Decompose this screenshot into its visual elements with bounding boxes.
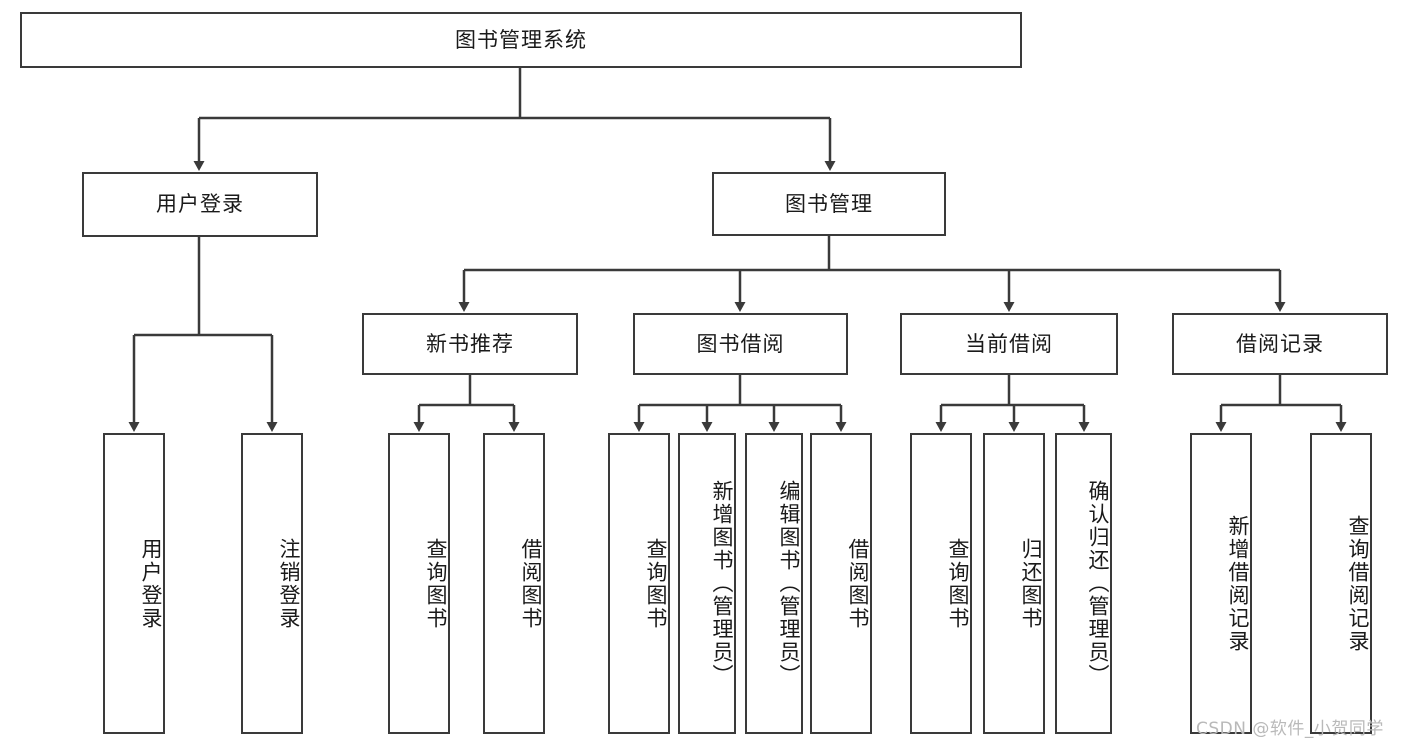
leaf-label: 确认归还（管理员） (1086, 480, 1110, 687)
node-new-book-recommend[interactable]: 新书推荐 (362, 313, 578, 375)
node-new-book-recommend-label: 新书推荐 (426, 331, 514, 356)
leaf-label: 查询图书 (644, 537, 668, 630)
watermark: CSDN @软件_小贺同学 (1196, 719, 1384, 739)
leaf-current-query-book[interactable]: 查询图书 (910, 433, 972, 734)
leaf-current-confirm-return[interactable]: 确认归还（管理员） (1055, 433, 1112, 734)
node-borrow-record-label: 借阅记录 (1236, 331, 1324, 356)
node-root-label: 图书管理系统 (455, 27, 587, 52)
leaf-user-login-login[interactable]: 用户登录 (103, 433, 165, 734)
leaf-record-add[interactable]: 新增借阅记录 (1190, 433, 1252, 734)
leaf-new-book-borrow[interactable]: 借阅图书 (483, 433, 545, 734)
leaf-label: 查询图书 (424, 537, 448, 630)
leaf-record-query[interactable]: 查询借阅记录 (1310, 433, 1372, 734)
leaf-label: 注销登录 (277, 537, 301, 630)
leaf-label: 查询图书 (946, 537, 970, 630)
leaf-label: 新增图书（管理员） (710, 480, 734, 687)
node-book-management[interactable]: 图书管理 (712, 172, 946, 236)
node-current-borrow[interactable]: 当前借阅 (900, 313, 1118, 375)
leaf-borrow-add-book[interactable]: 新增图书（管理员） (678, 433, 736, 734)
leaf-label: 借阅图书 (519, 537, 543, 630)
leaf-borrow-borrow-book[interactable]: 借阅图书 (810, 433, 872, 734)
leaf-label: 归还图书 (1019, 537, 1043, 630)
node-root[interactable]: 图书管理系统 (20, 12, 1022, 68)
leaf-borrow-edit-book[interactable]: 编辑图书（管理员） (745, 433, 803, 734)
node-book-borrow-label: 图书借阅 (696, 331, 785, 356)
node-book-management-label: 图书管理 (785, 191, 873, 216)
node-user-login-label: 用户登录 (156, 192, 244, 217)
leaf-borrow-query-book[interactable]: 查询图书 (608, 433, 670, 734)
leaf-new-book-query[interactable]: 查询图书 (388, 433, 450, 734)
node-book-borrow[interactable]: 图书借阅 (633, 313, 848, 375)
leaf-label: 编辑图书（管理员） (777, 480, 801, 687)
leaf-current-return-book[interactable]: 归还图书 (983, 433, 1045, 734)
leaf-label: 借阅图书 (846, 537, 870, 630)
node-borrow-record[interactable]: 借阅记录 (1172, 313, 1388, 375)
node-user-login[interactable]: 用户登录 (82, 172, 318, 237)
leaf-label: 用户登录 (139, 537, 163, 630)
node-current-borrow-label: 当前借阅 (965, 331, 1053, 356)
leaf-label: 查询借阅记录 (1346, 514, 1370, 653)
leaf-user-login-logout[interactable]: 注销登录 (241, 433, 303, 734)
leaf-label: 新增借阅记录 (1226, 514, 1250, 653)
